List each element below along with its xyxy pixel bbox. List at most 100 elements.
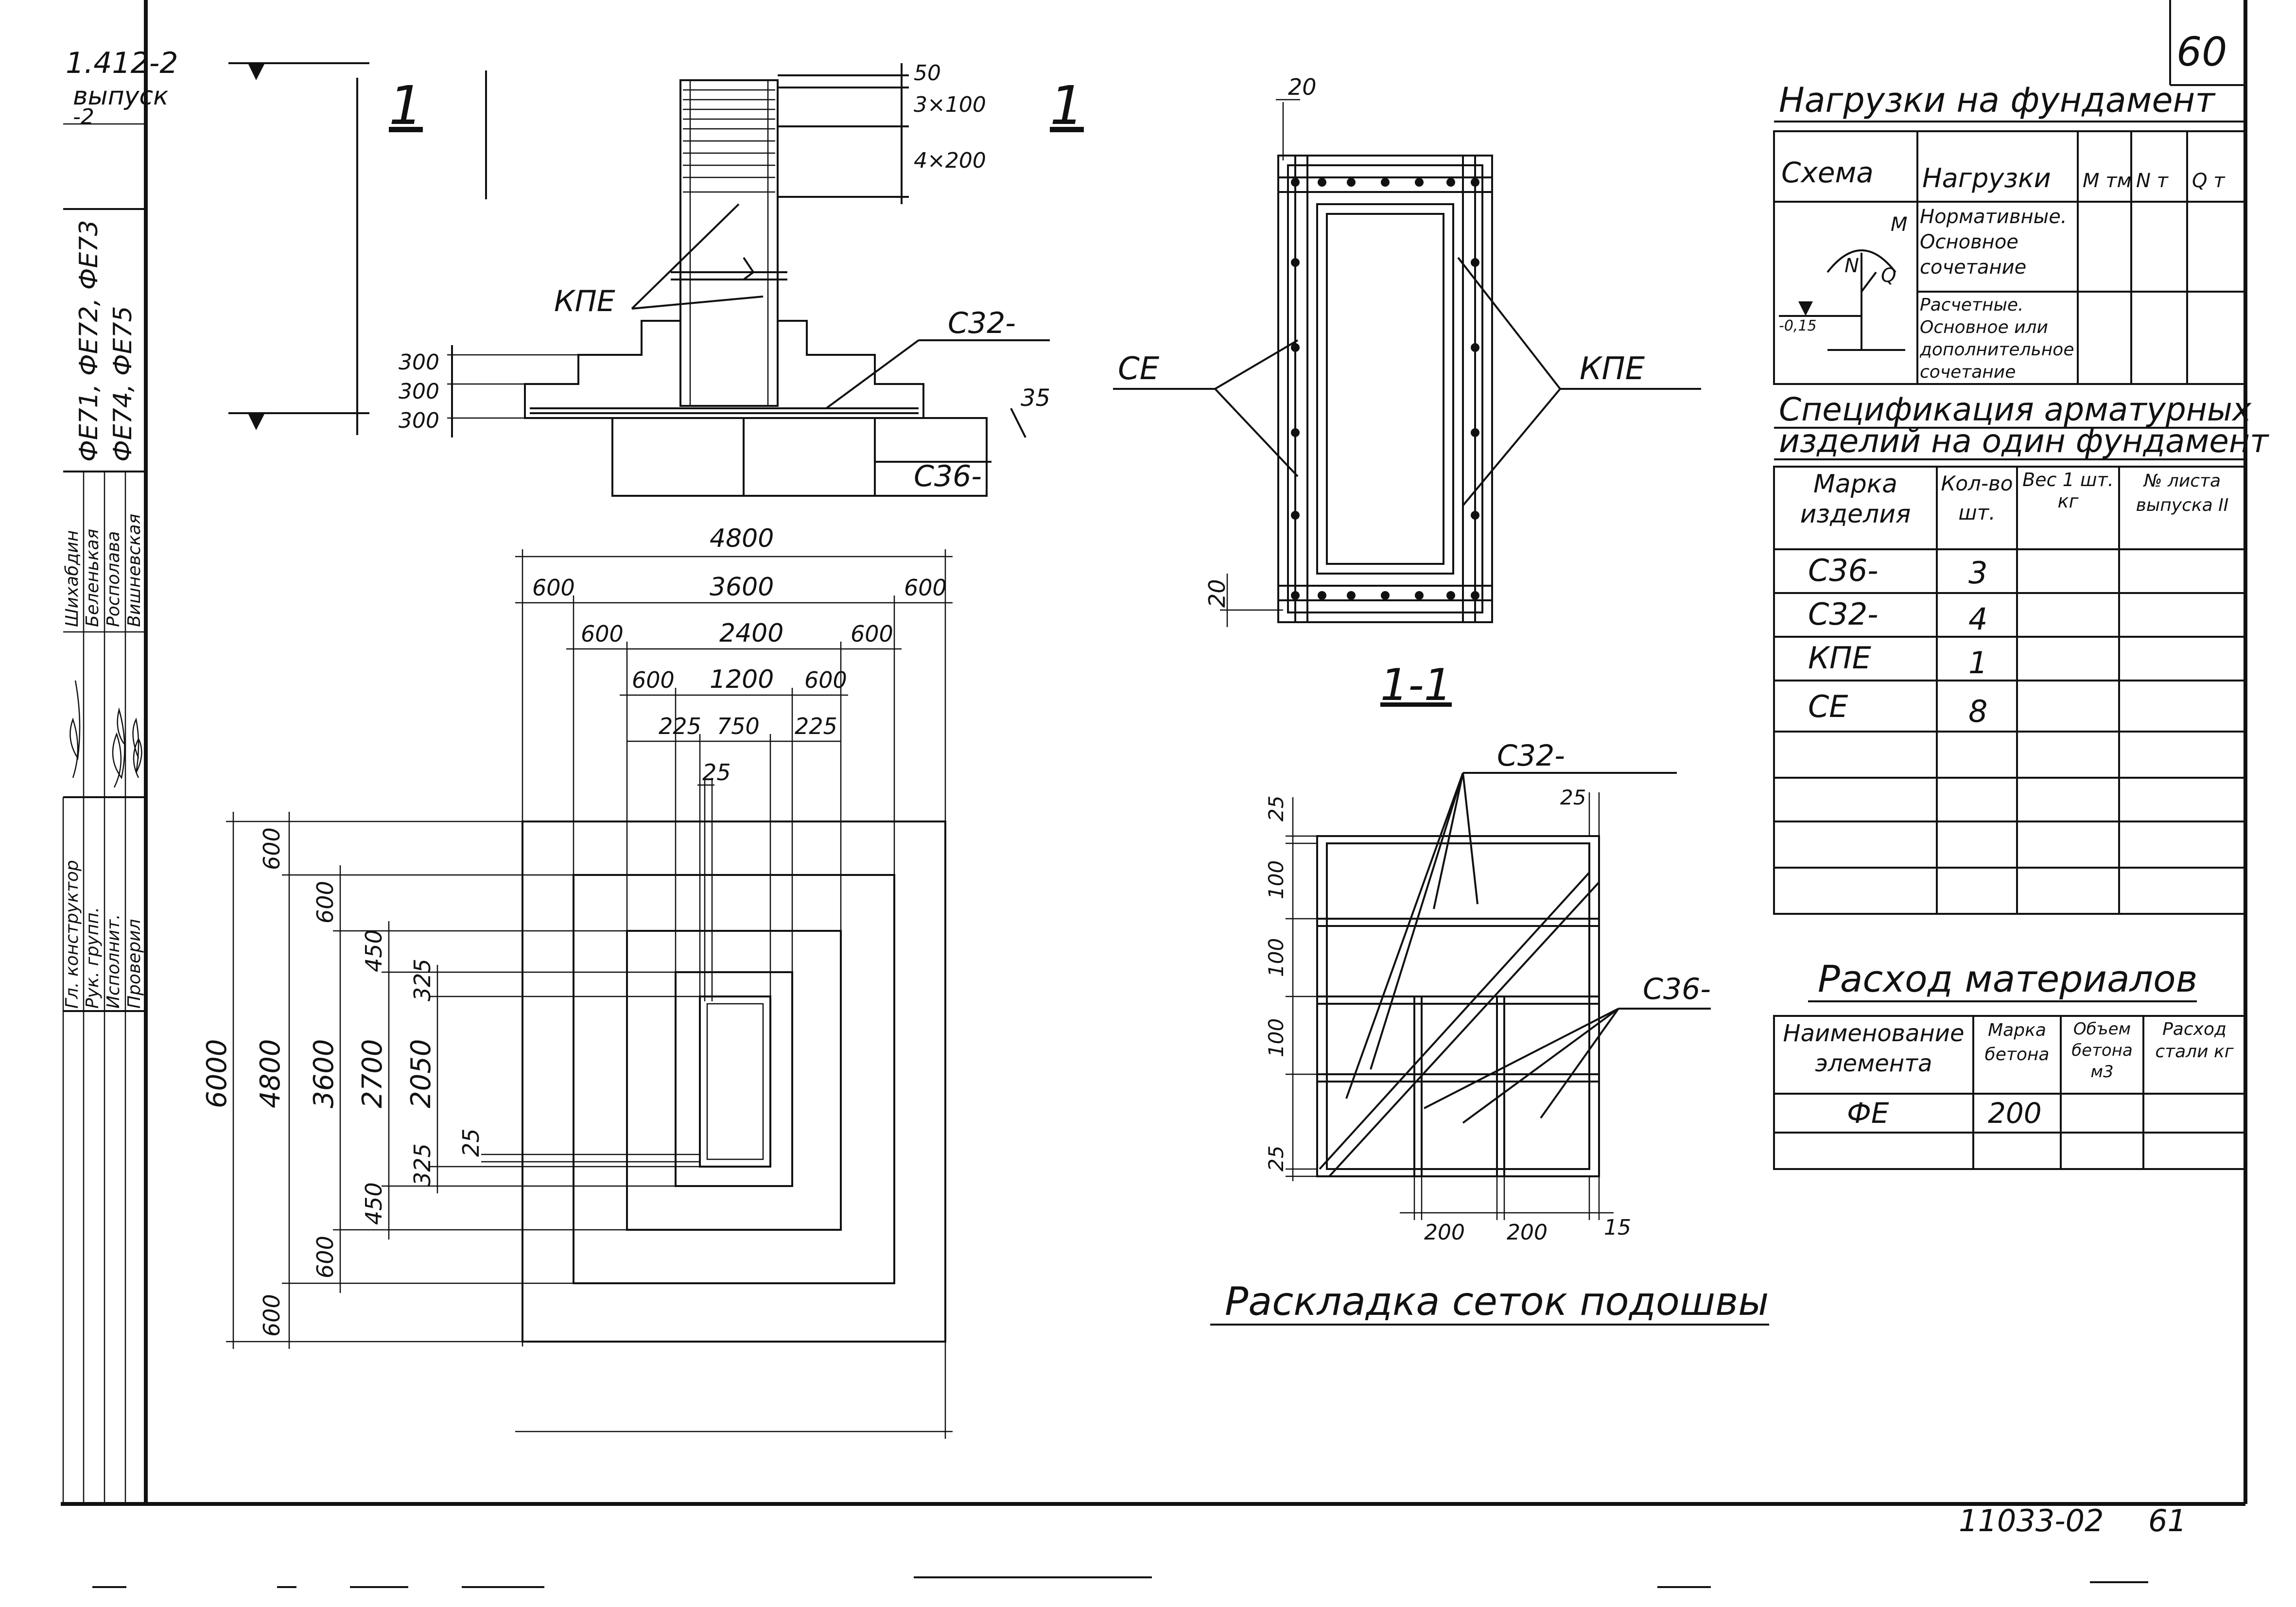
left-dim-2700: 2700 [357, 1039, 388, 1108]
callout-kpe: КПЕ [554, 284, 615, 318]
name-checker: Вишневская [124, 514, 144, 627]
signature-3 [132, 717, 142, 778]
spec-header-sheet: № листа выпуска II [2136, 471, 2229, 515]
spec-row-2-mark: С32- [1808, 596, 1879, 632]
loads-header-scheme: Схема [1781, 156, 1874, 189]
left-dim-4800: 4800 [255, 1039, 286, 1108]
loads-table-title: Нагрузки на фундамент [1779, 80, 2216, 120]
top-dim-4800: 4800 [710, 524, 774, 553]
section-1-1-title: 1-1 [1380, 660, 1452, 711]
plan-outer [522, 821, 946, 1343]
section-label-right: 1 [1050, 74, 1084, 137]
top-dim-600-b: 600 [904, 575, 947, 601]
mesh-dim-bottom-15: 15 [1604, 1215, 1631, 1240]
label-ce: СЕ [1118, 351, 1160, 387]
loads-scheme-diagram: M N Q -0,15 [1779, 213, 1908, 351]
column-outline [1277, 155, 1493, 623]
left-dim-2050: 2050 [405, 1039, 437, 1108]
loads-header-q: Q т [2192, 170, 2226, 192]
mesh-layout: С32- С36- 25 100 100 100 [1210, 739, 1769, 1326]
spec-row-4-mark: СЕ [1808, 689, 1848, 724]
section-view: 50 3×100 4×200 300 300 300 35 1 1 КПЕ С3… [228, 61, 1084, 497]
role-executor: Исполнит. [104, 914, 123, 1009]
materials-row-1-name: ФЕ [1847, 1097, 1889, 1130]
dim-4x200: 4×200 [914, 148, 986, 173]
spec-row-3-qty: 1 [1968, 645, 1987, 681]
spec-title-2: изделий на один фундамент [1779, 422, 2270, 460]
mesh-label-c36: С36- [1643, 972, 1711, 1006]
plan-column-inner [699, 996, 771, 1168]
spec-row-2-qty: 4 [1968, 601, 1987, 637]
series-fragment-3: -2 [73, 105, 94, 129]
step-dim-1: 300 [399, 350, 439, 375]
spec-header-qty: Кол-во шт. [1941, 472, 2013, 524]
materials-row-1-grade: 200 [1988, 1097, 2042, 1130]
dim-35: 35 [1021, 384, 1050, 412]
loads-header-n: N т [2136, 170, 2169, 192]
materials-title: Расход материалов [1818, 957, 2197, 1000]
callout-c32: С32- [948, 306, 1016, 340]
spec-table: Спецификация арматурных изделий на один … [1773, 391, 2270, 915]
scheme-m: M [1891, 213, 1908, 236]
mesh-dim-bottom-200-a: 200 [1424, 1220, 1465, 1245]
left-dim-450-b: 450 [361, 1182, 387, 1225]
left-dim-450-a: 450 [361, 929, 387, 972]
top-dim-225-b: 225 [795, 713, 837, 739]
loads-table: Нагрузки на фундамент Схема Нагрузки M т… [1773, 80, 2246, 385]
materials-header-grade: Марка бетона [1984, 1020, 2050, 1065]
title-block: 1.412-2 выпуск -2 ФЕ71, ФЕ72, ФЕ73 ФЕ74,… [62, 46, 178, 1504]
left-dim-600-c: 600 [312, 881, 338, 924]
left-dim-600-b: 600 [259, 1294, 285, 1337]
step-dim-3: 300 [399, 408, 439, 433]
left-dim-6000: 6000 [201, 1039, 233, 1108]
left-dim-25: 25 [458, 1128, 484, 1157]
spec-row-1-mark: С36- [1808, 553, 1879, 588]
foundation-marks-2: ФЕ74, ФЕ75 [108, 306, 138, 462]
top-dim-600-f: 600 [804, 667, 847, 693]
mesh-dim-left-25-b: 25 [1264, 1146, 1288, 1171]
left-dim-325-b: 325 [409, 1143, 435, 1186]
mesh-dim-top-25: 25 [1560, 786, 1586, 809]
top-dim-600-a: 600 [532, 575, 575, 601]
materials-header-steel: Расход стали кг [2155, 1019, 2234, 1062]
mesh-dim-left-100-c: 100 [1264, 1018, 1288, 1057]
top-dim-750: 750 [717, 713, 760, 739]
section-label-left: 1 [389, 74, 423, 137]
role-chief-designer: Гл. конструктор [62, 860, 82, 1009]
scan-artifacts [92, 1576, 2148, 1588]
level-mark-bottom [248, 413, 265, 430]
scheme-level: -0,15 [1779, 317, 1817, 334]
scheme-q: Q [1881, 264, 1896, 287]
loads-header-m: M тм [2083, 170, 2132, 192]
spec-row-3-mark: КПЕ [1808, 640, 1872, 676]
top-dim-600-c: 600 [581, 621, 624, 647]
callout-c36: С36- [914, 459, 982, 493]
materials-table: Расход материалов Наименование элемента … [1773, 957, 2246, 1170]
footer-code: 11033-02 [1959, 1503, 2104, 1538]
role-checker: Проверил [124, 919, 144, 1009]
top-dim-25: 25 [702, 759, 731, 786]
mesh-dim-bottom-200-b: 200 [1507, 1220, 1548, 1245]
top-dim-600-d: 600 [851, 621, 893, 647]
dim-20-top: 20 [1288, 74, 1317, 100]
plan-view: 4800 600 3600 600 600 2400 600 600 1200 … [201, 524, 953, 1439]
top-dim-1200: 1200 [710, 665, 774, 694]
spec-title-1: Спецификация арматурных [1779, 391, 2252, 428]
top-dim-2400: 2400 [719, 619, 783, 648]
left-dim-600-a: 600 [259, 827, 285, 870]
mesh-dim-left-100-b: 100 [1264, 938, 1288, 977]
spec-header-weight: Вес 1 шт. кг [2022, 469, 2114, 512]
mesh-outline [1316, 835, 1600, 1177]
series-fragment-1: 1.412-2 [66, 46, 178, 80]
top-dim-3600: 3600 [710, 573, 774, 602]
page-number: 60 [2176, 29, 2227, 75]
left-dim-325-a: 325 [409, 959, 435, 1001]
mesh-layout-title: Раскладка сеток подошвы [1225, 1279, 1769, 1324]
name-executor: Росполава [104, 531, 123, 627]
spec-row-1-qty: 3 [1968, 555, 1987, 591]
top-dim-225-a: 225 [659, 713, 701, 739]
mesh-label-c32: С32- [1497, 739, 1565, 773]
rebar-dots [1291, 178, 1479, 600]
signature-2 [112, 707, 125, 788]
